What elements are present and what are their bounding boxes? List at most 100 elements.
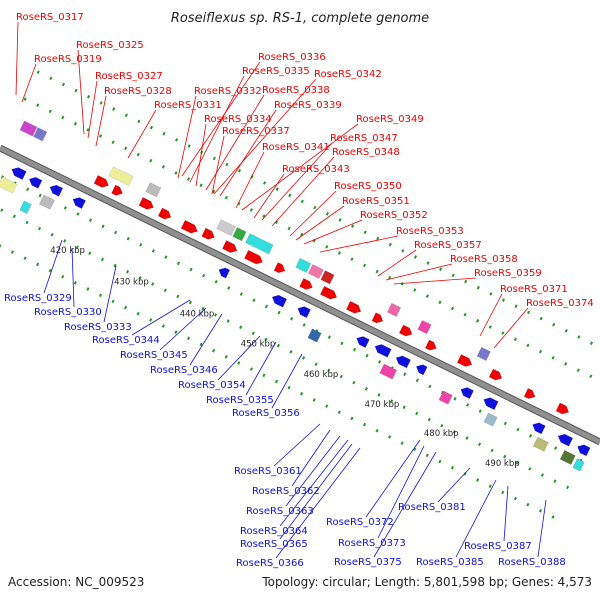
forward-gene-label: RoseRS_0351 bbox=[342, 196, 410, 207]
feature-box bbox=[307, 264, 324, 280]
kbp-tick-label: 450 kbp bbox=[241, 339, 276, 349]
reverse-gene bbox=[49, 184, 64, 197]
reverse-gene bbox=[557, 433, 574, 447]
forward-gene bbox=[273, 262, 286, 274]
kbp-tick-label: 470 kbp bbox=[365, 400, 400, 410]
forward-gene-label: RoseRS_0349 bbox=[356, 114, 424, 125]
forward-gene-label: RoseRS_0353 bbox=[396, 226, 464, 237]
reverse-gene-label: RoseRS_0364 bbox=[240, 526, 308, 537]
feature-box bbox=[379, 363, 398, 380]
reverse-leader bbox=[455, 479, 497, 558]
reverse-gene bbox=[483, 397, 499, 411]
forward-gene bbox=[555, 402, 570, 415]
forward-leader bbox=[493, 307, 529, 349]
feature-box bbox=[307, 328, 322, 343]
reverse-leader bbox=[373, 451, 437, 558]
forward-gene bbox=[299, 278, 313, 290]
forward-gene bbox=[201, 227, 215, 240]
reverse-gene bbox=[374, 344, 392, 358]
forward-leader bbox=[393, 277, 477, 285]
forward-gene-label: RoseRS_0337 bbox=[222, 126, 290, 137]
reverse-gene-label: RoseRS_0385 bbox=[416, 557, 484, 568]
forward-gene bbox=[244, 249, 263, 265]
forward-leader bbox=[77, 49, 85, 135]
forward-gene-label: RoseRS_0352 bbox=[360, 210, 428, 221]
forward-gene bbox=[456, 354, 473, 367]
reverse-leader bbox=[189, 313, 223, 366]
forward-gene-label: RoseRS_0348 bbox=[332, 147, 400, 158]
map-title: Roseiflexus sp. RS-1, complete genome bbox=[171, 11, 429, 26]
forward-gene-label: RoseRS_0332 bbox=[194, 86, 262, 97]
forward-leader bbox=[219, 109, 277, 197]
forward-leader bbox=[127, 109, 157, 159]
reverse-gene bbox=[356, 336, 370, 348]
reverse-gene-label: RoseRS_0355 bbox=[206, 395, 274, 406]
reverse-gene-label: RoseRS_0356 bbox=[232, 408, 300, 419]
reverse-gene bbox=[271, 294, 288, 308]
reverse-leader bbox=[377, 445, 425, 539]
feature-box bbox=[572, 458, 585, 472]
reverse-gene-label: RoseRS_0329 bbox=[4, 293, 72, 304]
reverse-leader bbox=[285, 435, 341, 507]
feature-box bbox=[19, 200, 32, 214]
kbp-tick-label: 490 kbp bbox=[485, 459, 520, 469]
reverse-gene-label: RoseRS_0366 bbox=[236, 558, 304, 569]
forward-gene-label: RoseRS_0335 bbox=[242, 66, 310, 77]
gene-labels: RoseRS_0317RoseRS_0325RoseRS_0319RoseRS_… bbox=[4, 12, 594, 569]
forward-gene-label: RoseRS_0371 bbox=[500, 284, 568, 295]
forward-leader bbox=[87, 80, 98, 139]
feature-box bbox=[245, 233, 274, 255]
reverse-gene bbox=[577, 444, 591, 457]
forward-gene bbox=[523, 388, 536, 399]
feature-box bbox=[532, 436, 549, 452]
forward-gene bbox=[488, 368, 503, 381]
feature-box bbox=[216, 219, 236, 236]
reverse-gene-label: RoseRS_0363 bbox=[246, 506, 314, 517]
genome-backbone bbox=[0, 144, 600, 446]
forward-leader bbox=[319, 235, 399, 253]
forward-leader bbox=[261, 142, 333, 221]
forward-gene-label: RoseRS_0328 bbox=[104, 86, 172, 97]
forward-gene bbox=[319, 285, 338, 300]
reverse-leader bbox=[271, 353, 303, 409]
forward-gene bbox=[222, 240, 238, 253]
forward-gene bbox=[398, 324, 413, 337]
reverse-gene-label: RoseRS_0387 bbox=[464, 541, 532, 552]
kbp-tick-label: 460 kbp bbox=[304, 370, 339, 380]
feature-box bbox=[145, 182, 162, 198]
forward-gene-label: RoseRS_0339 bbox=[274, 100, 342, 111]
reverse-gene bbox=[532, 422, 546, 435]
reverse-gene-label: RoseRS_0330 bbox=[34, 307, 102, 318]
dot-track bbox=[0, 207, 577, 493]
reverse-gene bbox=[218, 267, 231, 279]
forward-leader bbox=[211, 135, 225, 195]
forward-gene bbox=[371, 312, 384, 324]
reverse-leader bbox=[159, 307, 207, 351]
feature-box bbox=[386, 302, 402, 317]
reverse-gene-label: RoseRS_0344 bbox=[92, 335, 160, 346]
reverse-leader bbox=[279, 439, 349, 527]
forward-gene-label: RoseRS_0359 bbox=[474, 268, 542, 279]
reverse-leader bbox=[279, 443, 353, 540]
forward-leader bbox=[253, 173, 285, 219]
label-leaders bbox=[15, 21, 547, 559]
forward-leader bbox=[181, 61, 261, 177]
forward-leader bbox=[289, 190, 337, 237]
forward-leader bbox=[377, 249, 417, 277]
reverse-leader bbox=[217, 335, 261, 381]
reverse-gene-label: RoseRS_0345 bbox=[120, 350, 188, 361]
reverse-gene-label: RoseRS_0372 bbox=[326, 517, 394, 528]
forward-leader bbox=[295, 205, 345, 241]
forward-gene-label: RoseRS_0317 bbox=[16, 12, 84, 23]
forward-gene bbox=[180, 219, 198, 234]
reverse-gene-label: RoseRS_0388 bbox=[498, 557, 566, 568]
forward-gene bbox=[138, 197, 154, 210]
reverse-gene-label: RoseRS_0354 bbox=[178, 380, 246, 391]
reverse-gene bbox=[460, 387, 474, 400]
forward-leader bbox=[189, 75, 245, 183]
forward-leader bbox=[385, 263, 453, 281]
forward-leader bbox=[235, 151, 265, 209]
reverse-gene bbox=[28, 176, 43, 189]
feature-box bbox=[483, 412, 498, 427]
